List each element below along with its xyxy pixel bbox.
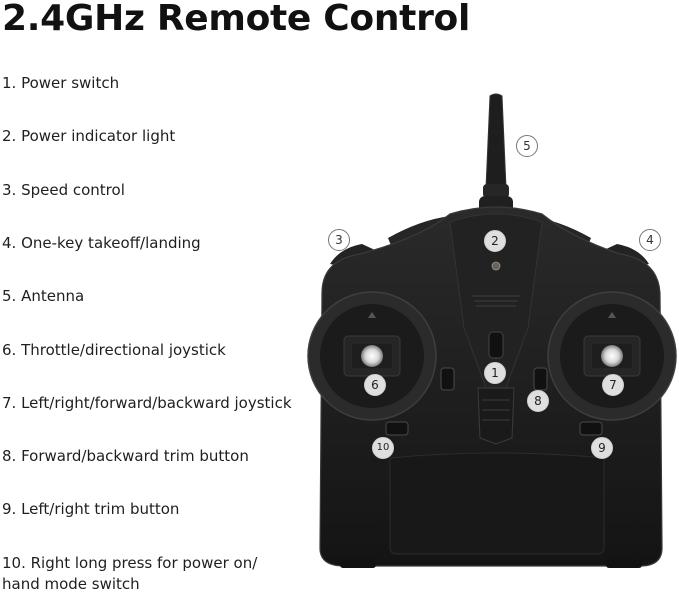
feature-item-power-switch: 1. Power switch [2,74,120,92]
feature-item-power-mode-line1: 10. Right long press for power on/ [2,554,258,572]
battery-compartment [389,452,605,555]
callout-4: 4 [639,229,661,251]
feature-item-takeoff-landing: 4. One-key takeoff/landing [2,234,201,252]
remote-controller-illustration: 1 2 3 4 5 6 7 8 9 10 [300,88,679,592]
feature-item-speed-control: 3. Speed control [2,181,125,199]
power-indicator-light [491,261,501,271]
callout-9: 9 [591,437,613,459]
fb-trim-button [533,367,548,391]
left-side-trim-button [440,367,455,391]
callout-6: 6 [364,374,386,396]
lr-trim-button [579,421,603,436]
feature-item-antenna: 5. Antenna [2,287,85,305]
callout-2: 2 [484,230,506,252]
controller-drawing [307,93,677,568]
feature-item-lr-trim: 9. Left/right trim button [2,500,180,518]
callout-5: 5 [516,135,538,157]
throttle-joystick [307,291,437,421]
feature-item-throttle-joystick: 6. Throttle/directional joystick [2,341,226,359]
callout-3: 3 [328,229,350,251]
feature-item-direction-joystick: 7. Left/right/forward/backward joystick [2,394,292,412]
right-foot [606,560,642,568]
direction-joystick [547,291,677,421]
antenna [479,93,513,214]
page-title: 2.4GHz Remote Control [2,0,470,39]
power-switch [488,331,504,359]
center-grip [477,387,515,445]
speaker-grille [472,295,520,307]
left-foot [340,560,376,568]
feature-item-power-mode-line2: hand mode switch [2,575,140,593]
callout-7: 7 [602,374,624,396]
center-grip-ridges [482,399,510,421]
callout-8: 8 [527,390,549,412]
feature-item-power-indicator: 2. Power indicator light [2,127,176,145]
callout-10: 10 [372,437,394,459]
callout-1: 1 [484,362,506,384]
feature-item-fb-trim: 8. Forward/backward trim button [2,447,249,465]
power-mode-button [385,421,409,436]
